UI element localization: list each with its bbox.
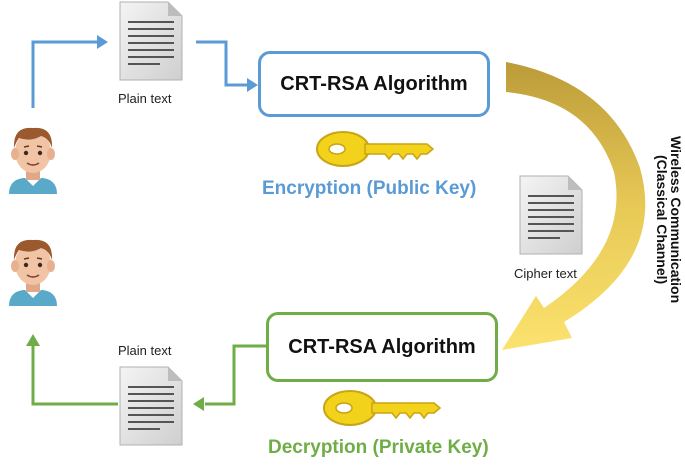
channel-label: Wireless Communication (Classical Channe… — [654, 100, 684, 340]
arrow-head-icon — [97, 35, 108, 49]
decryption-label: Decryption (Private Key) — [268, 437, 489, 458]
channel-label-line1: Wireless Communication — [668, 136, 684, 304]
receiver-avatar — [8, 239, 58, 307]
plain-text-label-top: Plain text — [118, 91, 172, 106]
crt-rsa-encrypt-box: CRT-RSA Algorithm — [258, 51, 490, 117]
arrow-head-icon — [247, 78, 258, 92]
encryption-label: Encryption (Public Key) — [262, 178, 477, 199]
channel-label-line2: (Classical Channel) — [654, 155, 670, 285]
public-key-icon — [316, 131, 434, 167]
decryption-path — [31, 344, 266, 406]
sender-avatar — [8, 127, 58, 195]
plain-text-label-bottom: Plain text — [118, 343, 172, 358]
channel-arrow — [502, 62, 646, 350]
plain-text-document-icon — [119, 366, 183, 446]
cipher-text-label: Cipher text — [514, 266, 577, 281]
private-key-icon — [323, 390, 441, 426]
plain-text-document-icon — [119, 1, 183, 81]
arrow-head-icon — [193, 397, 204, 411]
crt-rsa-decrypt-box: CRT-RSA Algorithm — [266, 312, 498, 382]
arrow-head-icon — [26, 334, 40, 346]
encryption-path — [31, 40, 250, 108]
cipher-text-document-icon — [519, 175, 583, 255]
